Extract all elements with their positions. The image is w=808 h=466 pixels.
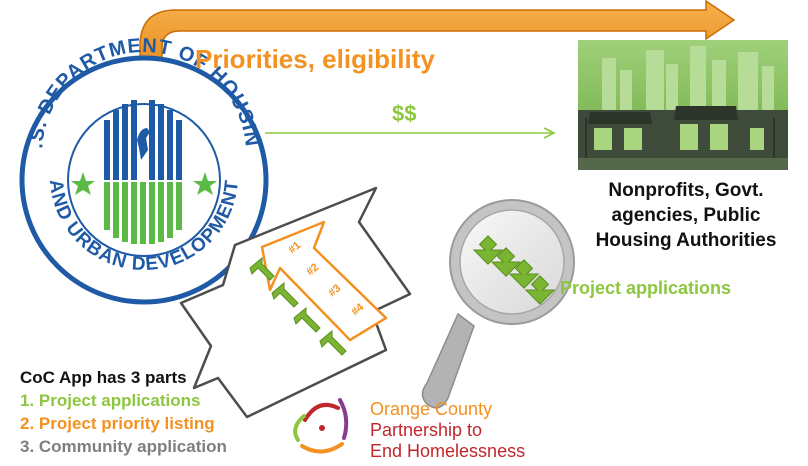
priorities-flow-arrow bbox=[139, 0, 736, 96]
coc-app-parts-list: CoC App has 3 parts 1. Project applicati… bbox=[20, 366, 227, 458]
project-applications-label: Project applications bbox=[560, 278, 732, 298]
city-storefront-illustration bbox=[578, 40, 788, 170]
coc-app-part-2: 2. Project priority listing bbox=[20, 414, 215, 433]
magnified-application-arrows bbox=[472, 235, 556, 305]
coc-app-heading: CoC App has 3 parts bbox=[20, 368, 187, 387]
money-flow-arrow bbox=[265, 127, 556, 139]
priority-listing-arrow bbox=[260, 220, 388, 342]
coc-app-part-3: 3. Community application bbox=[20, 437, 227, 456]
logo-line-3: End Homelessness bbox=[370, 441, 526, 461]
ocpeh-logo-text: Orange County Partnership to End Homeles… bbox=[370, 399, 525, 462]
coc-app-part-1: 1. Project applications bbox=[20, 391, 201, 410]
priorities-eligibility-label: Priorities, eligibility bbox=[195, 44, 435, 74]
logo-line-1: Orange County bbox=[370, 399, 493, 419]
ocpeh-logo-mark bbox=[293, 398, 349, 454]
application-arrows bbox=[249, 256, 347, 356]
recipients-label: Nonprofits, Govt. agencies, Public Housi… bbox=[595, 180, 777, 251]
magnifying-glass-icon bbox=[421, 199, 575, 409]
logo-line-2: Partnership to bbox=[370, 420, 483, 440]
funding-label: $$ bbox=[392, 101, 417, 126]
